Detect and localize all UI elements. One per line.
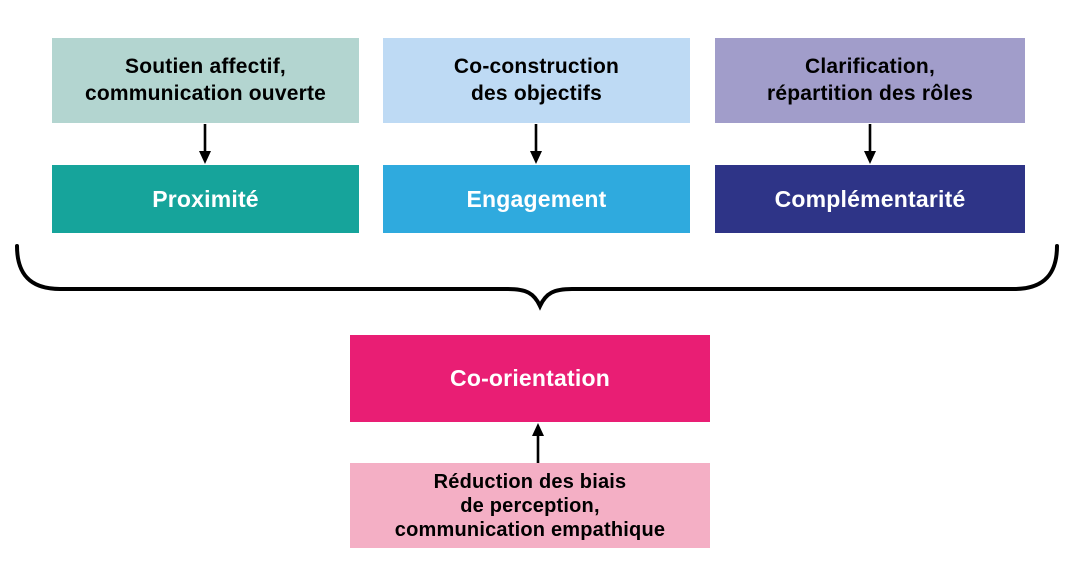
down-arrow-icon: [864, 124, 876, 164]
factor-box-clarification: Clarification, répartition des rôles: [715, 38, 1025, 123]
down-arrow-icon: [199, 124, 211, 164]
outcome-box-co-orientation: Co-orientation: [350, 335, 710, 422]
factor-box-co-construction: Co-construction des objectifs: [383, 38, 690, 123]
factor-box-soutien-affectif: Soutien affectif, communication ouverte: [52, 38, 359, 123]
dimension-box-engagement: Engagement: [383, 165, 690, 233]
dimension-box-complementarite: Complémentarité: [715, 165, 1025, 233]
moderator-box-reduction-biais: Réduction des biais de perception, commu…: [350, 463, 710, 548]
curly-brace-icon: [15, 244, 1059, 311]
down-arrow-icon: [530, 124, 542, 164]
dimension-box-proximite: Proximité: [52, 165, 359, 233]
up-arrow-icon: [532, 423, 544, 463]
